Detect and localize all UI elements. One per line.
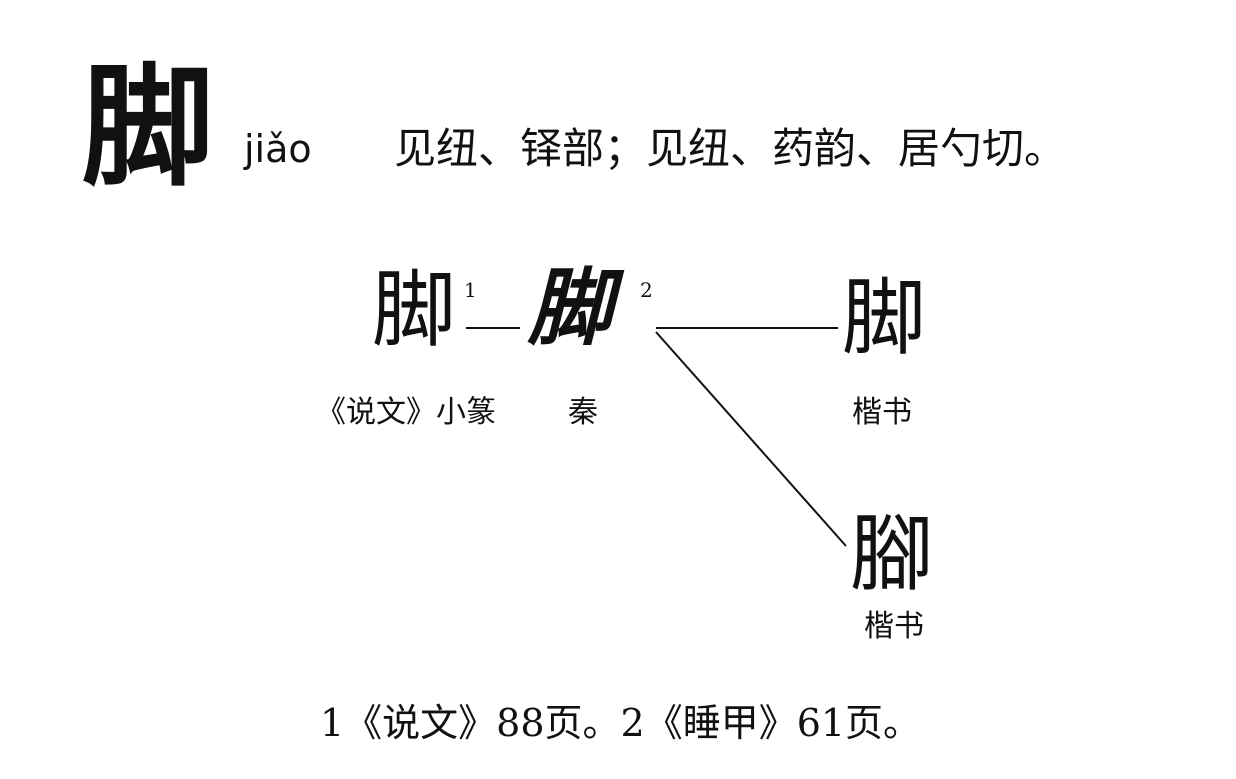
form-kaishu-2-label: 楷书 [864,609,924,644]
connector-qin-to-kai2 [655,331,847,547]
form-qin-glyph: 脚 [528,258,613,357]
form-qin-label: 秦 [568,395,598,430]
form-qin-note-marker: 2 [640,278,653,302]
form-kaishu-1-label: 楷书 [852,395,912,430]
form-seal-label: 《说文》小篆 [316,395,496,430]
form-kaishu-1-glyph: 脚 [842,269,927,367]
form-seal-glyph: 脚 [372,261,456,359]
entry-character: 脚 [82,50,214,205]
entry-pinyin: jiǎo [244,127,312,171]
footnote: 1《说文》88页。2《睡甲》61页。 [320,701,922,745]
entry-fanqie: 见纽、铎部；见纽、药韵、居勺切。 [394,124,1067,173]
form-seal-note-marker: 1 [464,278,477,302]
form-kaishu-2-glyph: 腳 [850,505,935,603]
